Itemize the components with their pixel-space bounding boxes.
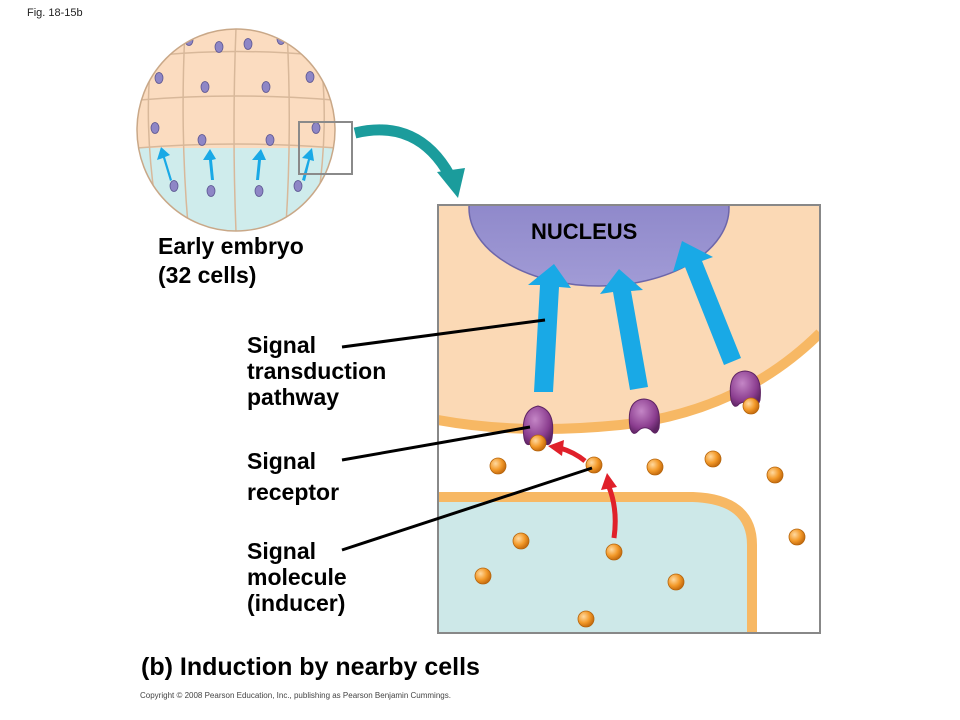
copyright-notice: Copyright © 2008 Pearson Education, Inc.…	[140, 691, 451, 700]
signal-arrows	[548, 440, 618, 539]
nucleus	[468, 205, 730, 287]
figure-tag: Fig. 18-15b	[27, 7, 83, 19]
figure-caption: (b) Induction by nearby cells	[141, 653, 480, 681]
signal-receptor-label: Signal receptor	[247, 448, 340, 505]
zoom-arrow	[353, 124, 465, 198]
signal-receptors	[522, 370, 761, 446]
zoom-box	[298, 121, 353, 175]
nucleus-label: NUCLEUS	[531, 219, 638, 244]
inducer-molecules	[474, 397, 806, 628]
signal-molecule-label: Signal molecule (inducer)	[247, 538, 347, 616]
zoom-panel	[437, 204, 821, 634]
early-embryo-label: Early embryo (32 cells)	[158, 233, 304, 288]
early-embryo	[136, 28, 336, 232]
transduction-arrows	[528, 241, 741, 392]
signal-transduction-label: Signal transduction pathway	[247, 332, 387, 410]
leader-lines	[341, 318, 593, 552]
embryo-signal-arrows	[157, 147, 314, 181]
